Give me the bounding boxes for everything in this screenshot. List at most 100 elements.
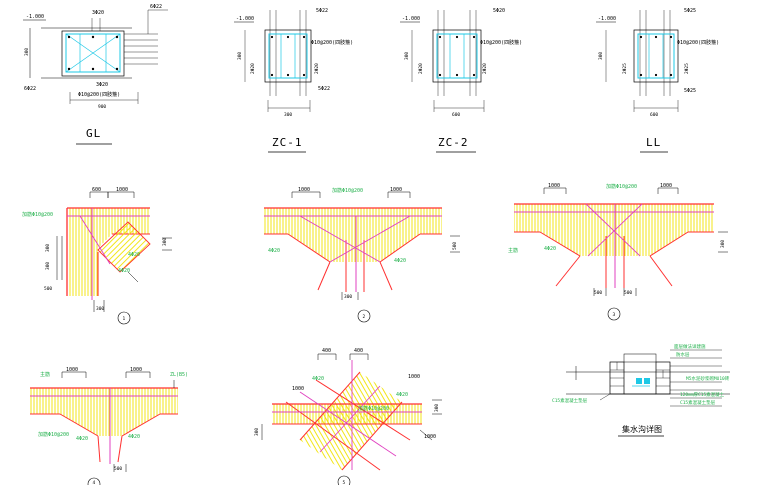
node-3: 加筋Φ10@200 4Φ20 主筋 1000 1000 300 500 500 … [508, 183, 728, 321]
section-gl: -1.000 300 3Φ20 6Φ22 3Φ20 6Φ22 Φ10@200(四… [23, 4, 168, 145]
zc1-elev: -1.000 [236, 16, 254, 22]
node-5: 加筋Φ10@200 4Φ20 4Φ20 400 400 1000 1000 30… [254, 348, 442, 485]
n1-number: 1 [123, 316, 126, 322]
n4-number: 4 [93, 480, 96, 485]
n5-dim-0: 400 [322, 348, 331, 354]
gl-caption: GL [86, 127, 101, 140]
n1-dim-6: 500 [44, 286, 52, 292]
gl-stirrup: Φ10@200(四肢箍) [78, 91, 120, 98]
zc1-stirrup: Φ10@200(四肢箍) [311, 39, 353, 46]
n1-dim-0: 600 [92, 187, 101, 193]
ll-caption: LL [646, 136, 661, 149]
zc2-dim-w: 600 [452, 112, 460, 118]
detail-note-0: 面层做法详建施 [674, 343, 706, 350]
ll-side-r: 2Φ25 [684, 63, 690, 74]
n5-dim-6: 1000 [424, 434, 436, 440]
n4-label-3: 4Φ20 [76, 436, 88, 442]
n5-dim-3: 1000 [408, 374, 420, 380]
n3-dim-1: 1000 [660, 183, 672, 189]
n3-label-2: 主筋 [508, 247, 518, 254]
n4-label-0: 主筋 [40, 371, 50, 378]
n5-dim-4: 300 [254, 428, 260, 436]
section-zc2: -1.000 5Φ20 Φ10@200(四肢箍) 2Φ20 2Φ20 300 6… [400, 8, 522, 153]
n5-label-0: 加筋Φ10@200 [358, 405, 389, 412]
drain-detail: 面层做法详建施 防水层 M5水泥砂浆砌MU10砖 120mm厚C15素混凝土 C… [552, 343, 730, 437]
n2-dim-2: 500 [452, 242, 458, 250]
section-ll: -1.000 5Φ25 Φ10@200(四肢箍) 2Φ25 2Φ25 5Φ25 … [596, 8, 719, 153]
n3-dim-0: 1000 [548, 183, 560, 189]
n5-number: 5 [343, 480, 346, 485]
n4-label-2: 加筋Φ10@200 [38, 431, 69, 438]
detail-note-1: 防水层 [676, 351, 690, 358]
detail-note-3: 120mm厚C15素混凝土 [680, 391, 725, 398]
n1-dim-4: 300 [96, 306, 104, 312]
node-1: 加筋Φ10@200 4Φ20 4Φ20 600 1000 300 300 300… [22, 187, 172, 325]
zc1-side-l: 2Φ20 [250, 63, 256, 74]
detail-caption: 集水沟详图 [622, 424, 662, 434]
zc2-caption: ZC-2 [438, 136, 469, 149]
zc2-side-r: 2Φ20 [482, 63, 488, 74]
n5-label-2: 4Φ20 [396, 392, 408, 398]
gl-elev: -1.000 [26, 14, 44, 20]
n1-dim-2: 300 [45, 244, 51, 252]
zc1-dim-h: 300 [237, 52, 243, 60]
gl-top-right: 6Φ22 [150, 4, 162, 10]
gl-left-low: 6Φ22 [24, 86, 36, 92]
n1-label-0: 加筋Φ10@200 [22, 211, 53, 218]
zc2-elev: -1.000 [402, 16, 420, 22]
ll-stirrup: Φ10@200(四肢箍) [677, 39, 719, 46]
n4-dim-1: 1000 [130, 367, 142, 373]
zc1-top: 5Φ22 [316, 8, 328, 14]
zc2-top: 5Φ20 [493, 8, 505, 14]
ll-dim-h: 300 [598, 52, 604, 60]
n1-dim-1: 1000 [116, 187, 128, 193]
n1-label-2: 4Φ20 [118, 268, 130, 274]
n3-label-1: 4Φ20 [544, 246, 556, 252]
n1-dim-5: 300 [162, 238, 168, 246]
ll-dim-w: 600 [650, 112, 658, 118]
n5-dim-2: 1000 [292, 386, 304, 392]
zc1-bottom: 5Φ22 [318, 86, 330, 92]
n2-label-2: 4Φ20 [394, 258, 406, 264]
ll-bottom: 5Φ25 [684, 88, 696, 94]
n2-dim-3: 300 [344, 294, 352, 300]
n2-dim-0: 1000 [298, 187, 310, 193]
ll-top: 5Φ25 [684, 8, 696, 14]
n1-dim-3: 300 [45, 262, 51, 270]
n4-label-4: 4Φ20 [128, 434, 140, 440]
node-4: 主筋 ZL(B5) 加筋Φ10@200 4Φ20 4Φ20 1000 1000 … [30, 367, 188, 485]
zc2-dim-h: 300 [404, 52, 410, 60]
n1-label-1: 4Φ20 [128, 252, 140, 258]
n5-dim-5: 300 [434, 404, 440, 412]
gl-dim-w: 900 [98, 104, 106, 110]
zc2-stirrup: Φ10@200(四肢箍) [480, 39, 522, 46]
n2-label-1: 4Φ20 [268, 248, 280, 254]
gl-dim-h: 300 [24, 48, 30, 56]
gl-bottom-bar: 3Φ20 [96, 82, 108, 88]
n5-label-1: 4Φ20 [312, 376, 324, 382]
n4-dim-0: 1000 [66, 367, 78, 373]
detail-note-4: C15素混凝土垫层 [680, 399, 716, 406]
zc2-side-l: 2Φ20 [418, 63, 424, 74]
detail-note-2: M5水泥砂浆砌MU10砖 [686, 375, 730, 382]
n2-label-0: 加筋Φ10@200 [332, 187, 363, 194]
n3-label-0: 加筋Φ10@200 [606, 183, 637, 190]
n5-dim-1: 400 [354, 348, 363, 354]
ll-elev: -1.000 [598, 16, 616, 22]
gl-top-bar: 3Φ20 [92, 10, 104, 16]
n2-dim-1: 1000 [390, 187, 402, 193]
zc1-side-r: 2Φ20 [314, 63, 320, 74]
n2-number: 2 [363, 314, 366, 320]
n3-number: 3 [613, 312, 616, 318]
zc1-dim-w: 300 [284, 112, 292, 118]
n4-label-1: ZL(B5) [170, 372, 188, 378]
section-zc1: -1.000 5Φ22 Φ10@200(四肢箍) 2Φ20 2Φ20 5Φ22 … [234, 8, 353, 153]
detail-left-note: C15素混凝土垫层 [552, 397, 588, 404]
n4-dim-2: 500 [114, 466, 122, 472]
zc1-caption: ZC-1 [272, 136, 303, 149]
n3-dim-4: 500 [624, 290, 632, 296]
node-2: 加筋Φ10@200 4Φ20 4Φ20 1000 1000 500 300 2 [264, 187, 460, 323]
n3-dim-3: 500 [594, 290, 602, 296]
